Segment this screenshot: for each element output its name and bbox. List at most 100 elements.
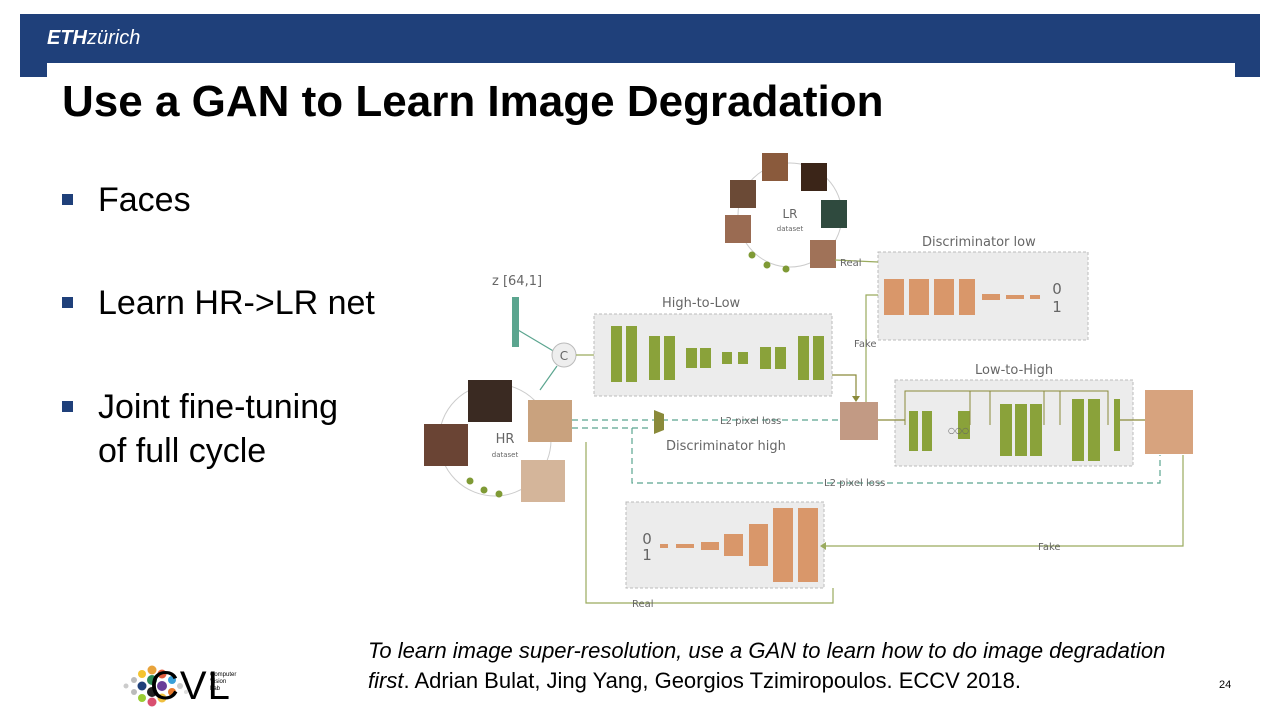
disc-layer-block xyxy=(884,279,904,315)
disc-layer-block xyxy=(1030,295,1040,299)
disc-low-one: 1 xyxy=(1052,298,1062,316)
fake-bottom-label: Fake xyxy=(1038,542,1061,553)
bullet-marker xyxy=(62,401,73,412)
h2l-output-link xyxy=(832,374,857,398)
slide-title: Use a GAN to Learn Image Degradation xyxy=(62,77,884,126)
gen-layer-block xyxy=(909,411,918,451)
eth-logo: ETHzürich xyxy=(47,26,140,50)
gen-layer-block xyxy=(922,411,932,451)
fake-bottom-link xyxy=(826,455,1184,547)
caption-line-2: first. Adrian Bulat, Jing Yang, Georgios… xyxy=(368,666,1165,696)
l2h-layers xyxy=(909,399,1120,461)
face-thumbnail xyxy=(810,240,836,268)
disc-layer-block xyxy=(773,508,793,582)
disc-layer-block xyxy=(934,279,954,315)
disc-low-zero: 0 xyxy=(1052,280,1062,298)
disc-layer-block xyxy=(749,524,768,566)
bullet-text: Joint fine-tuning xyxy=(98,388,339,426)
gen-layer-block xyxy=(611,326,622,382)
gen-layer-block xyxy=(738,352,748,364)
real-bottom-link xyxy=(585,442,834,604)
disc-layer-block xyxy=(798,508,818,582)
skip-connection xyxy=(904,390,991,425)
face-thumbnail xyxy=(730,180,756,208)
face-thumbnail xyxy=(424,424,468,466)
header-band xyxy=(20,14,1260,63)
gen-layer-block xyxy=(1072,399,1084,461)
cvl-sub-line: Computer xyxy=(210,672,237,678)
fake-top-label: Fake xyxy=(854,339,877,350)
gen-layer-block xyxy=(798,336,809,380)
hr-dataset-sublabel: dataset xyxy=(492,451,519,459)
face-thumbnail xyxy=(468,380,512,422)
dataset-dot xyxy=(748,251,756,259)
caption-citation: . Adrian Bulat, Jing Yang, Georgios Tzim… xyxy=(403,668,1022,693)
disc-layer-block xyxy=(724,534,743,556)
h2l-layers xyxy=(611,326,824,382)
bullet-text: Learn HR->LR net xyxy=(98,284,375,322)
skip-connection xyxy=(1043,390,1109,425)
hr-to-concat-link xyxy=(539,365,558,391)
fake-to-disc-low-link xyxy=(865,294,878,402)
degraded-face-thumbnail xyxy=(840,402,878,440)
caption: To learn image super-resolution, use a G… xyxy=(368,636,1165,696)
l2-loss-label-1: L2 pixel loss xyxy=(720,416,781,427)
lr-dataset-label: LR xyxy=(782,207,797,221)
lr-face-thumbnails xyxy=(725,153,847,268)
gen-layer-block xyxy=(686,348,697,368)
disc-layer-block xyxy=(982,294,1000,300)
gen-layer-block xyxy=(649,336,660,380)
cvl-logo-subtitle: Computer Vision Lab xyxy=(210,672,250,693)
discriminator-high-label: Discriminator high xyxy=(666,439,786,454)
discriminator-high-icon xyxy=(654,410,664,434)
gen-layer-block xyxy=(664,336,675,380)
dataset-dot xyxy=(763,261,771,269)
disc-layer-block xyxy=(909,279,929,315)
gen-layer-block xyxy=(1000,404,1012,456)
gen-layer-block xyxy=(760,347,771,369)
l2-loss-label-2: L2 pixel loss xyxy=(824,478,885,489)
disc-layer-block xyxy=(1006,295,1024,299)
bullet-text: of full cycle xyxy=(98,432,267,470)
gen-layer-block xyxy=(626,326,637,382)
bottom-disc-layers xyxy=(660,508,818,582)
disc-layer-block xyxy=(660,544,668,548)
page-number: 24 xyxy=(1219,679,1232,691)
face-thumbnail xyxy=(801,163,827,191)
gen-layer-block xyxy=(813,336,824,380)
face-thumbnail xyxy=(528,400,572,442)
cvl-sub-line: Lab xyxy=(210,686,221,692)
face-thumbnail xyxy=(762,153,788,181)
bullet-marker xyxy=(62,194,73,205)
cvl-logo-text: CVL xyxy=(150,664,231,708)
dataset-dot xyxy=(480,486,488,494)
discriminator-low-label: Discriminator low xyxy=(922,235,1036,250)
arrow-head xyxy=(820,542,826,550)
face-thumbnail xyxy=(521,460,565,502)
dataset-dot xyxy=(495,490,503,498)
disc-bottom-zero: 0 xyxy=(642,530,652,548)
face-thumbnail xyxy=(821,200,847,228)
cvl-sub-line: Vision xyxy=(210,679,227,685)
dataset-dot xyxy=(782,265,790,273)
dataset-dot xyxy=(466,477,474,485)
gen-layer-block xyxy=(722,352,732,364)
bullet-marker xyxy=(62,297,73,308)
gen-layer-block xyxy=(1114,399,1120,451)
z-label: z [64,1] xyxy=(492,274,542,289)
hr-dataset-label: HR xyxy=(496,432,515,447)
header-band-tab-left xyxy=(20,63,47,77)
sr-output-face-thumbnail xyxy=(1145,390,1193,454)
disc-layer-block xyxy=(701,542,719,550)
header-band-tab-right xyxy=(1235,63,1260,77)
disc-layer-block xyxy=(959,279,975,315)
real-lr-link xyxy=(834,259,879,263)
arrow-head xyxy=(852,396,860,402)
real-top-label: Real xyxy=(840,258,862,269)
z-to-concat-link xyxy=(517,329,556,353)
gen-layer-block xyxy=(1030,404,1042,456)
gen-layer-block xyxy=(1088,399,1100,461)
bullet-text: Faces xyxy=(98,181,191,219)
low-to-high-label: Low-to-High xyxy=(975,363,1053,378)
